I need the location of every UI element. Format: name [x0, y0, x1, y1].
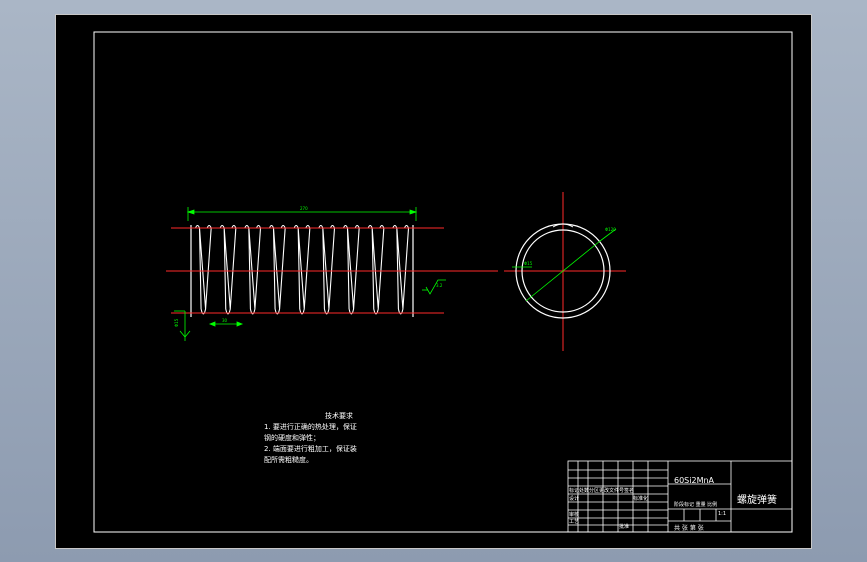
- material-label: 60Si2MnA: [674, 476, 715, 485]
- revision-row-label: 标记处数分区更改文件号签名: [569, 488, 635, 494]
- reviewer-label: 审核: [569, 512, 580, 518]
- spring-coil: [342, 224, 360, 315]
- designer-label: 设计: [569, 496, 580, 502]
- dim-pitch-text: 30: [222, 318, 228, 323]
- spring-coil: [293, 224, 311, 315]
- dim-inner-text: Φ15: [524, 261, 533, 266]
- spring-coil: [268, 224, 286, 315]
- tech-req-line: 2. 端面要进行粗加工，保证装: [264, 445, 357, 453]
- process-label: 工艺: [569, 519, 580, 525]
- tech-req-line: 钢的硬度和弹性；: [264, 434, 320, 442]
- spring-coil: [219, 224, 237, 315]
- sheet-count-label: 共 张 第 张: [674, 525, 704, 532]
- approval-label: 批准: [619, 524, 630, 530]
- spring-coil: [194, 224, 212, 315]
- spring-drawing: 270 30 Φ15 3.2 Φ120 Φ15: [93, 31, 793, 533]
- spring-coil: [318, 224, 336, 315]
- technical-requirements: 技术要求 1. 要进行正确的热处理，保证 钢的硬度和弹性； 2. 端面要进行粗加…: [264, 411, 404, 466]
- dimension-height-marker: [174, 310, 191, 341]
- spring-coil: [392, 224, 410, 315]
- tech-req-line: 配所需粗糙度。: [264, 456, 313, 464]
- title-block: [567, 460, 793, 533]
- dimension-pitch: [208, 321, 244, 327]
- dim-overall-length-text: 270: [300, 206, 308, 211]
- dimension-diameter: [512, 228, 617, 302]
- spring-coil: [367, 224, 385, 315]
- drawing-frame: [93, 31, 793, 533]
- dim-wire-text: Φ15: [174, 318, 179, 327]
- tech-req-line: 1. 要进行正确的热处理，保证: [264, 423, 357, 431]
- end-view-wire-end: [552, 223, 574, 228]
- cad-viewport[interactable]: 270 30 Φ15 3.2 Φ120 Φ15: [55, 14, 812, 549]
- end-view-inner-circle: [521, 229, 605, 313]
- roughness-value-text: 3.2: [436, 283, 443, 288]
- roughness-symbol: [422, 279, 446, 295]
- spring-coil: [244, 224, 262, 315]
- dim-diameter-text: Φ120: [605, 227, 616, 232]
- tech-req-title: 技术要求: [325, 412, 353, 420]
- stage-labels: 阶段标记 重量 比例: [674, 502, 718, 508]
- part-name-label: 螺旋弹簧: [737, 495, 777, 506]
- dimension-overall-length: [186, 207, 418, 221]
- standardization-label: 标准化: [633, 496, 649, 502]
- scale-value: 1:1: [718, 511, 727, 517]
- spring-side-view: [190, 224, 414, 317]
